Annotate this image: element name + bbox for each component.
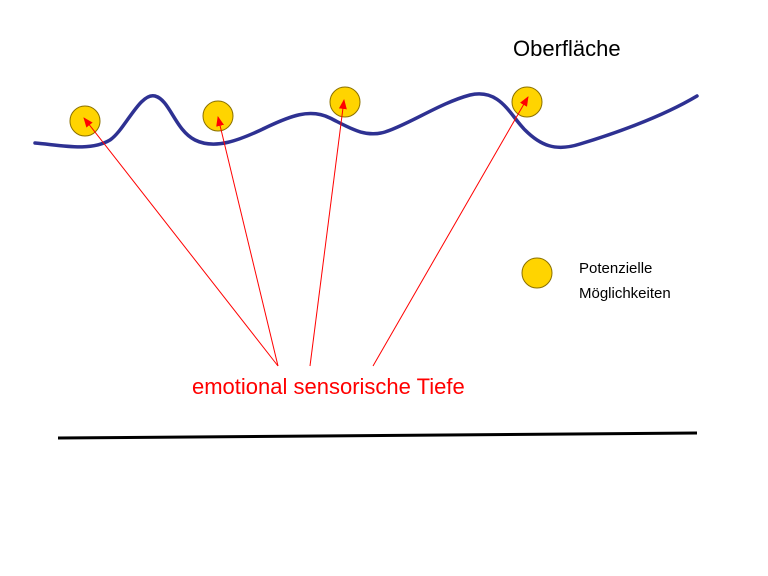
possibility-circle-2 [202,100,234,132]
surface-line [33,92,699,150]
legend-label-line2: Möglichkeiten [579,285,671,302]
surface-label: Oberfläche [513,36,621,61]
arrow-to-possibility-4 [372,96,529,367]
possibility-circle-3 [329,86,361,118]
possibility-circle-1 [69,105,101,137]
depth-label: emotional sensorische Tiefe [192,374,465,399]
legend-possibility-icon [521,257,553,289]
arrow-to-possibility-1 [83,117,279,367]
possibility-circle-4 [511,86,543,118]
legend-label-line1: Potenzielle [579,260,652,277]
arrow-to-possibility-3 [309,99,347,367]
arrow-to-possibility-2 [216,116,279,367]
baseline [57,431,698,440]
